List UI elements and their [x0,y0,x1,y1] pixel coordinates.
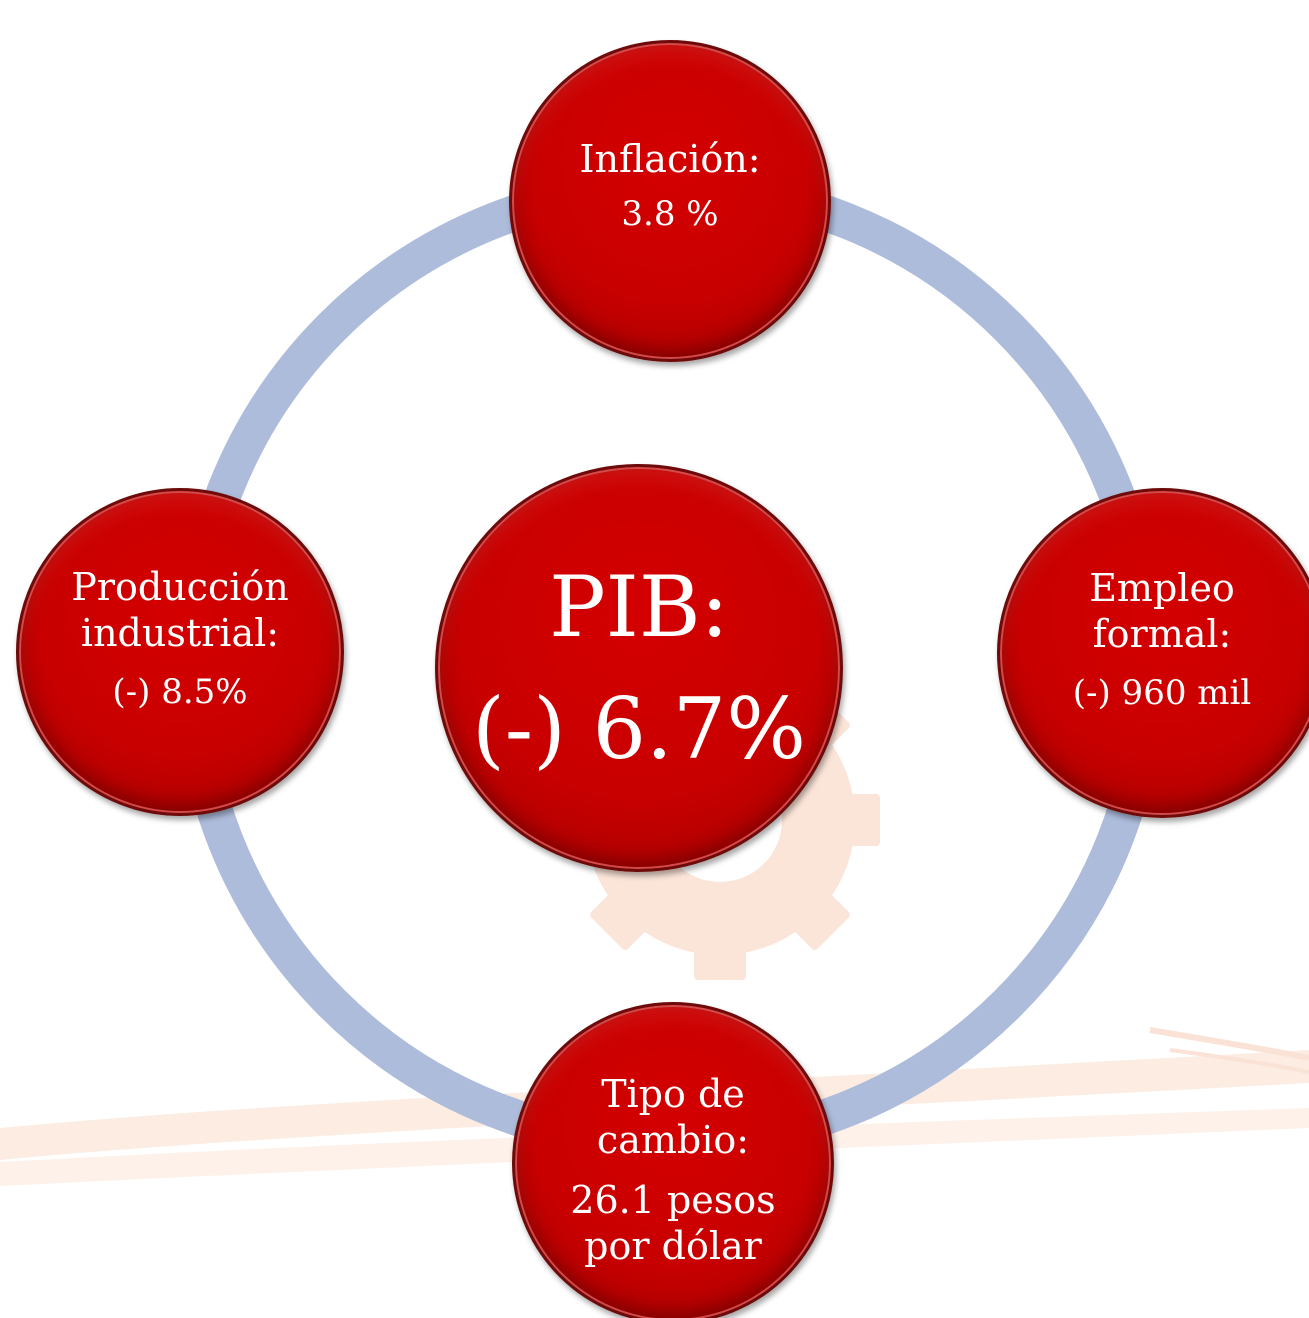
node-inflacion-label: Inflación: [579,137,761,181]
node-pib-center: PIB: (-) 6.7% [435,464,843,872]
node-inflacion: Inflación: 3.8 % [509,40,831,362]
node-pib-label: PIB: [549,558,729,656]
node-empleo-value: (-) 960 mil [1072,673,1252,713]
node-produccion-value: (-) 8.5% [112,672,248,712]
node-inflacion-value: 3.8 % [621,194,719,234]
node-pib-value: (-) 6.7% [471,680,807,778]
